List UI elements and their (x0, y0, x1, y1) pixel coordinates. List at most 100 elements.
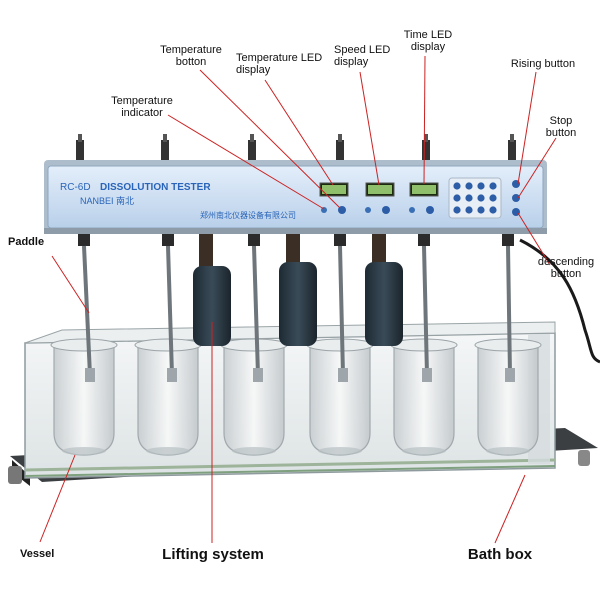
vessel-bottom (318, 447, 362, 455)
label-temperature-indicator: Temperature indicator (111, 95, 173, 119)
vessel-bottom (62, 447, 106, 455)
top-knob-tip (250, 134, 254, 142)
keypad-button[interactable] (465, 182, 473, 190)
keypad-button[interactable] (489, 194, 497, 202)
label-rising-button: Rising button (510, 58, 576, 70)
top-knob (161, 140, 169, 162)
device-brand: NANBEI 南北 (80, 195, 134, 206)
control-head (44, 160, 547, 234)
leader-vessel (39, 454, 76, 543)
shaft-coupling (78, 232, 90, 246)
paddle-shaft (506, 245, 512, 376)
vessel (477, 344, 539, 456)
speed-indicator-light (365, 207, 371, 213)
keypad-button[interactable] (453, 182, 461, 190)
paddle-blade (338, 368, 348, 382)
vessel-rim (50, 338, 118, 352)
paddle-blade (167, 368, 177, 382)
leader-descending-button (517, 212, 551, 266)
device-model: RC-6D (60, 182, 91, 193)
leader-temperature-button (199, 69, 341, 209)
leader-bath-box (494, 474, 526, 544)
keypad-button[interactable] (477, 194, 485, 202)
vessel-bottom (402, 447, 446, 455)
label-speed-led-display: Speed LED display (334, 44, 391, 68)
top-knob-tip (510, 134, 514, 142)
label-lifting-system: Lifting system (162, 546, 264, 563)
paddle-blade (505, 368, 515, 382)
paddle-blade (422, 368, 432, 382)
label-time-led-display: Time LED display (403, 29, 453, 53)
panel-buttons (321, 206, 434, 214)
top-knob (422, 140, 430, 162)
top-knob (336, 140, 344, 162)
keypad-button[interactable] (489, 206, 497, 214)
vessel (137, 344, 199, 456)
vessel-rim (134, 338, 202, 352)
keypad-button[interactable] (477, 182, 485, 190)
leader-paddle (51, 255, 90, 314)
vessel-bottom (486, 447, 530, 455)
shaft-coupling (418, 232, 430, 246)
leader-rising-button (517, 71, 537, 185)
top-knob (508, 140, 516, 162)
keypad-button[interactable] (465, 206, 473, 214)
vessel (53, 344, 115, 456)
vessel-bottom (146, 447, 190, 455)
paddle-shaft (338, 245, 345, 376)
lifting-column (193, 266, 231, 346)
label-bath-box: Bath box (467, 546, 533, 563)
label-temperature-led-display: Temperature LED display (236, 52, 323, 76)
keypad-button[interactable] (489, 182, 497, 190)
lift-control-buttons (512, 180, 520, 216)
time-button[interactable] (426, 206, 434, 214)
vessel (393, 344, 455, 456)
keypad-button[interactable] (465, 194, 473, 202)
paddle-blade (85, 368, 95, 382)
top-knob (76, 140, 84, 162)
label-vessel: Vessel (20, 548, 55, 560)
label-stop-button: Stop button (545, 115, 577, 139)
lifting-column (279, 262, 317, 346)
top-knob-tip (424, 134, 428, 142)
label-paddle: Paddle (8, 236, 45, 248)
keypad-button[interactable] (477, 206, 485, 214)
leader-temperature-led (264, 79, 334, 186)
power-cable (519, 238, 600, 364)
top-knob-tip (163, 134, 167, 142)
lifting-system (193, 232, 403, 346)
speed-button[interactable] (382, 206, 390, 214)
shaft-coupling (162, 232, 174, 246)
leader-lines (39, 55, 557, 544)
paddle-shaft (252, 245, 260, 376)
keypad (448, 177, 502, 219)
leader-temperature-indicator (167, 114, 325, 210)
temperature-led-screen (322, 185, 346, 194)
descending-button[interactable] (512, 208, 520, 216)
paddle-shaft (166, 245, 174, 376)
keypad-button[interactable] (453, 194, 461, 202)
top-knob (248, 140, 256, 162)
lifting-column (365, 262, 403, 346)
paddle-shafts (78, 232, 515, 382)
stop-button[interactable] (512, 194, 520, 202)
top-knobs (76, 134, 516, 162)
device-name: DISSOLUTION TESTER (100, 182, 211, 193)
shaft-coupling (248, 232, 260, 246)
time-indicator-light (409, 207, 415, 213)
vessel (309, 344, 371, 456)
vessels (50, 338, 542, 456)
label-descending-button: descending button (537, 256, 595, 280)
leader-time-led (423, 55, 426, 185)
time-led-screen (412, 185, 436, 194)
top-knob-tip (338, 134, 342, 142)
top-knob-tip (78, 134, 82, 142)
device-maker: 郑州南北仪器设备有限公司 (200, 210, 296, 220)
vessel-rim (306, 338, 374, 352)
leader-stop-button (517, 137, 557, 199)
keypad-button[interactable] (453, 206, 461, 214)
shaft-coupling (502, 232, 514, 246)
vessel (223, 344, 285, 456)
